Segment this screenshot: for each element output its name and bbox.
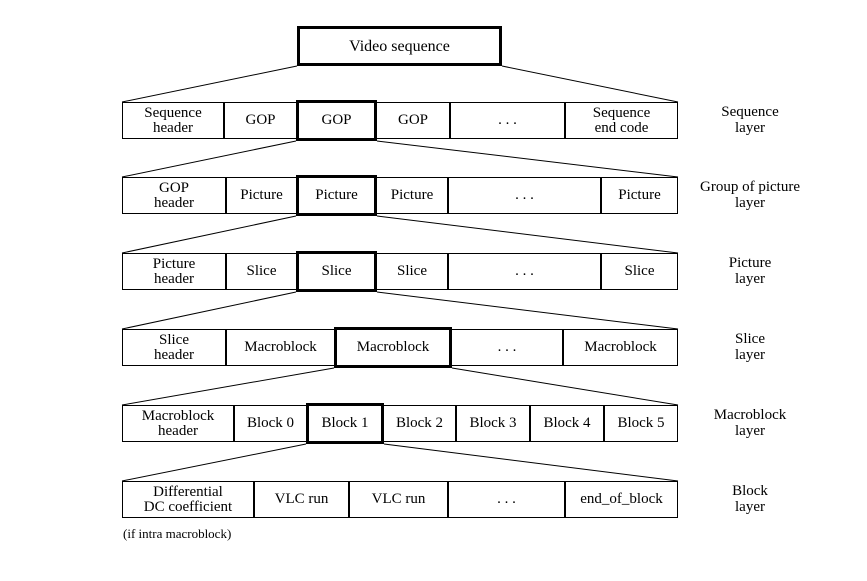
layer-0-cell-4: . . . bbox=[450, 102, 565, 139]
layer-0-cell-3: GOP bbox=[376, 102, 450, 139]
connector-right-2 bbox=[376, 215, 679, 254]
connector-right-4 bbox=[451, 367, 679, 406]
connector-left-1 bbox=[121, 140, 297, 178]
connector-left-4 bbox=[121, 367, 335, 406]
connector-left-0 bbox=[121, 65, 298, 103]
layer-3-cell-2: Macroblock bbox=[334, 327, 452, 368]
layer-4-cell-2: Block 1 bbox=[306, 403, 384, 444]
layer-4-cell-4: Block 3 bbox=[456, 405, 530, 442]
layer-5-cell-4: end_of_block bbox=[565, 481, 678, 518]
connector-left-5 bbox=[121, 443, 307, 482]
layer-5-cell-0: Differential DC coefficient bbox=[122, 481, 254, 518]
layer-4-label: Macroblock layer bbox=[713, 407, 787, 439]
layer-3-label: Slice layer bbox=[735, 331, 765, 363]
layer-0-cell-5: Sequence end code bbox=[565, 102, 678, 139]
layer-1-cell-3: Picture bbox=[376, 177, 448, 214]
layer-3-cell-0: Slice header bbox=[122, 329, 226, 366]
layer-5-cell-3: . . . bbox=[448, 481, 565, 518]
layer-1-cell-5: Picture bbox=[601, 177, 678, 214]
layer-4-cell-3: Block 2 bbox=[383, 405, 456, 442]
layer-1-label: Group of picture layer bbox=[700, 179, 800, 211]
layer-1-cell-4: . . . bbox=[448, 177, 601, 214]
connector-left-3 bbox=[121, 291, 297, 330]
layer-0-label: Sequence layer bbox=[721, 104, 779, 136]
connector-right-3 bbox=[376, 291, 679, 330]
layer-4-cell-6: Block 5 bbox=[604, 405, 678, 442]
layer-2-cell-0: Picture header bbox=[122, 253, 226, 290]
intra-macroblock-note: (if intra macroblock) bbox=[123, 526, 232, 541]
layer-0-cell-0: Sequence header bbox=[122, 102, 224, 139]
layer-1-cell-2: Picture bbox=[296, 175, 377, 216]
layer-4-cell-0: Macroblock header bbox=[122, 405, 234, 442]
layer-0-cell-2: GOP bbox=[296, 100, 377, 141]
layer-3-cell-3: . . . bbox=[451, 329, 563, 366]
layer-2-cell-4: . . . bbox=[448, 253, 601, 290]
layer-5-cell-2: VLC run bbox=[349, 481, 448, 518]
layer-4-cell-1: Block 0 bbox=[234, 405, 307, 442]
layer-3-cell-1: Macroblock bbox=[226, 329, 335, 366]
layer-1-cell-1: Picture bbox=[226, 177, 297, 214]
layer-5-cell-1: VLC run bbox=[254, 481, 349, 518]
layer-2-cell-2: Slice bbox=[296, 251, 377, 292]
layer-2-cell-1: Slice bbox=[226, 253, 297, 290]
layer-5-label: Block layer bbox=[732, 483, 768, 515]
connector-right-5 bbox=[383, 443, 679, 482]
layer-1-cell-0: GOP header bbox=[122, 177, 226, 214]
layer-0-cell-1: GOP bbox=[224, 102, 297, 139]
video-sequence-box: Video sequence bbox=[297, 26, 502, 66]
layer-2-cell-3: Slice bbox=[376, 253, 448, 290]
connector-left-2 bbox=[121, 215, 297, 254]
layer-2-label: Picture layer bbox=[728, 255, 772, 287]
layer-2-cell-5: Slice bbox=[601, 253, 678, 290]
layer-4-cell-5: Block 4 bbox=[530, 405, 604, 442]
layer-3-cell-4: Macroblock bbox=[563, 329, 678, 366]
connector-right-0 bbox=[501, 65, 679, 103]
connector-right-1 bbox=[376, 140, 679, 178]
